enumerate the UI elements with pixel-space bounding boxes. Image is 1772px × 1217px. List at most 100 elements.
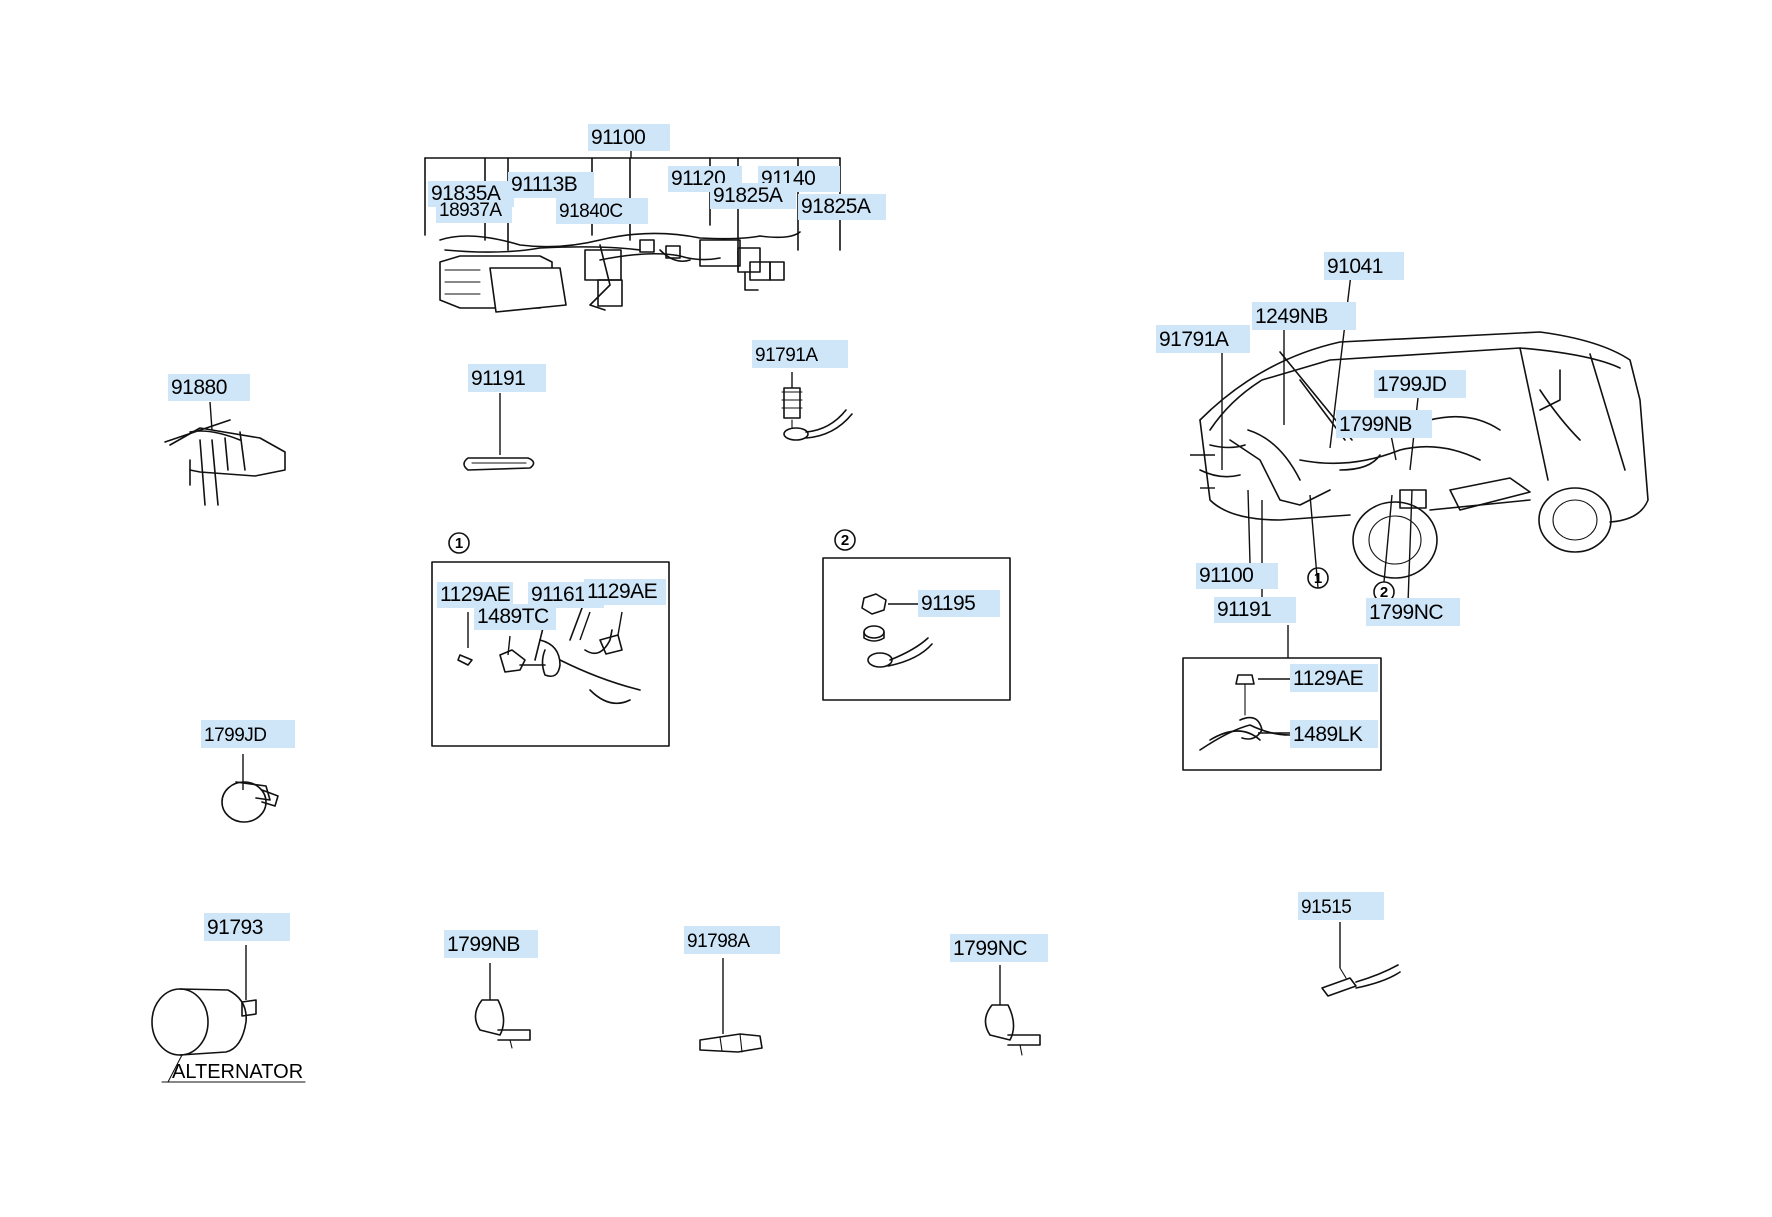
detail-marker-1: 1 (455, 535, 463, 552)
part-label-1799jd: 1799JD (201, 720, 295, 748)
label-text: 1799JD (1377, 373, 1447, 396)
label-background (1366, 598, 1460, 626)
car-marker-1: 1 (1314, 570, 1322, 587)
label-background (1252, 302, 1356, 330)
label-text: 1489TC (477, 605, 549, 628)
label-text: 91515 (1301, 897, 1351, 918)
detail-2-drawing (861, 593, 933, 668)
label-text: 91840C (559, 201, 623, 222)
detail-marker-2: 2 (841, 532, 849, 549)
part-label-91041: 91041 (1324, 252, 1404, 280)
label-background (1196, 563, 1278, 589)
part-label-91100-top: 91100 (588, 124, 670, 151)
part-label-1799nc-car: 1799NC (1366, 598, 1460, 626)
label-text: 1799NB (447, 933, 520, 956)
part-label-91791a-mid: 91791A (752, 340, 848, 368)
label-text: 1129AE (587, 580, 658, 603)
label-background (508, 172, 594, 198)
label-text: 91191 (1217, 598, 1271, 621)
label-text: 1799JD (204, 725, 267, 746)
label-text: 91793 (207, 916, 263, 939)
label-text: 18937A (439, 200, 502, 221)
part-label-91195: 91195 (918, 590, 1000, 617)
label-background (204, 913, 290, 941)
label-background (168, 374, 250, 401)
car-detail-drawing (1199, 674, 1291, 751)
label-background (556, 198, 648, 224)
label-text: 91100 (591, 126, 645, 149)
label-background (1336, 410, 1432, 438)
label-text: 91195 (921, 592, 975, 615)
van-drawing (1199, 331, 1649, 579)
part-label-1489lk: 1489LK (1290, 720, 1378, 748)
label-background (1374, 370, 1466, 398)
label-background (950, 934, 1048, 962)
part-91791A-drawing (781, 387, 853, 441)
part-label-1249nb: 1249NB (1252, 302, 1356, 330)
label-background (437, 582, 513, 608)
label-background (752, 340, 848, 368)
label-background (1290, 720, 1378, 748)
label-text: 1799NC (1369, 601, 1443, 624)
label-background (1324, 252, 1404, 280)
label-text: 91880 (171, 376, 227, 399)
label-text: 91798A (687, 931, 750, 952)
part-label-1799jd-car: 1799JD (1374, 370, 1466, 398)
part-label-1489tc: 1489TC (474, 604, 556, 630)
part-label-91191-top: 91191 (468, 364, 546, 392)
label-background (588, 124, 670, 151)
part-label-91825a-2: 91825A (798, 194, 886, 220)
label-background (436, 201, 512, 223)
label-text: 1799NB (1339, 413, 1412, 436)
label-background (444, 930, 538, 958)
part-label-1799nb-car: 1799NB (1336, 410, 1432, 438)
label-text: 91100 (1199, 564, 1253, 587)
label-text: 91191 (471, 367, 525, 390)
part-label-1799nc: 1799NC (950, 934, 1048, 962)
label-text: 91041 (1327, 255, 1383, 278)
part-label-1129ae-car: 1129AE (1290, 664, 1378, 692)
label-background (1290, 664, 1378, 692)
part-label-91793: 91793 (204, 913, 290, 941)
label-background (584, 579, 666, 605)
label-background (1214, 597, 1296, 623)
label-background (1298, 892, 1384, 920)
label-text: 91825A (713, 184, 783, 207)
part-label-1129ae-1: 1129AE (437, 582, 513, 608)
part-label-91191-car: 91191 (1214, 597, 1296, 623)
main-harness-drawing (424, 157, 841, 313)
part-91793-alternator-drawing (151, 988, 306, 1083)
label-text: 1129AE (440, 583, 511, 606)
car-marker-2: 2 (1380, 584, 1388, 601)
part-label-91113b: 91113B (508, 172, 594, 198)
label-background (918, 590, 1000, 617)
part-label-18937a: 18937A (436, 200, 512, 223)
part-label-91825a-1: 91825A (710, 183, 796, 209)
label-text: 91825A (801, 195, 871, 218)
part-label-91840c: 91840C (556, 198, 648, 224)
label-background (684, 926, 780, 954)
leader-lines (209, 148, 1419, 1034)
part-label-91515: 91515 (1298, 892, 1384, 920)
label-text: 1129AE (1293, 667, 1364, 690)
part-label-91791a-car: 91791A (1156, 325, 1250, 353)
label-background (1156, 325, 1250, 353)
label-background (201, 720, 295, 748)
part-label-91798a: 91798A (684, 926, 780, 954)
label-text: 1249NB (1255, 305, 1328, 328)
label-text: 91113B (511, 173, 577, 196)
part-1799NB-drawing (474, 999, 531, 1049)
label-text: 91835A (431, 182, 501, 205)
label-text: 91791A (1159, 328, 1229, 351)
part-label-1799nb: 1799NB (444, 930, 538, 958)
alternator-label: ALTERNATOR (172, 1061, 303, 1083)
label-background (710, 183, 796, 209)
part-91191-drawing (463, 457, 535, 471)
label-text: 1799NC (953, 937, 1027, 960)
label-background (474, 604, 556, 630)
part-91798A-drawing (699, 1033, 763, 1053)
detail-markers: 1 2 1 2 (455, 532, 1388, 601)
part-label-91880: 91880 (168, 374, 250, 401)
label-text: 91161 (531, 583, 585, 606)
